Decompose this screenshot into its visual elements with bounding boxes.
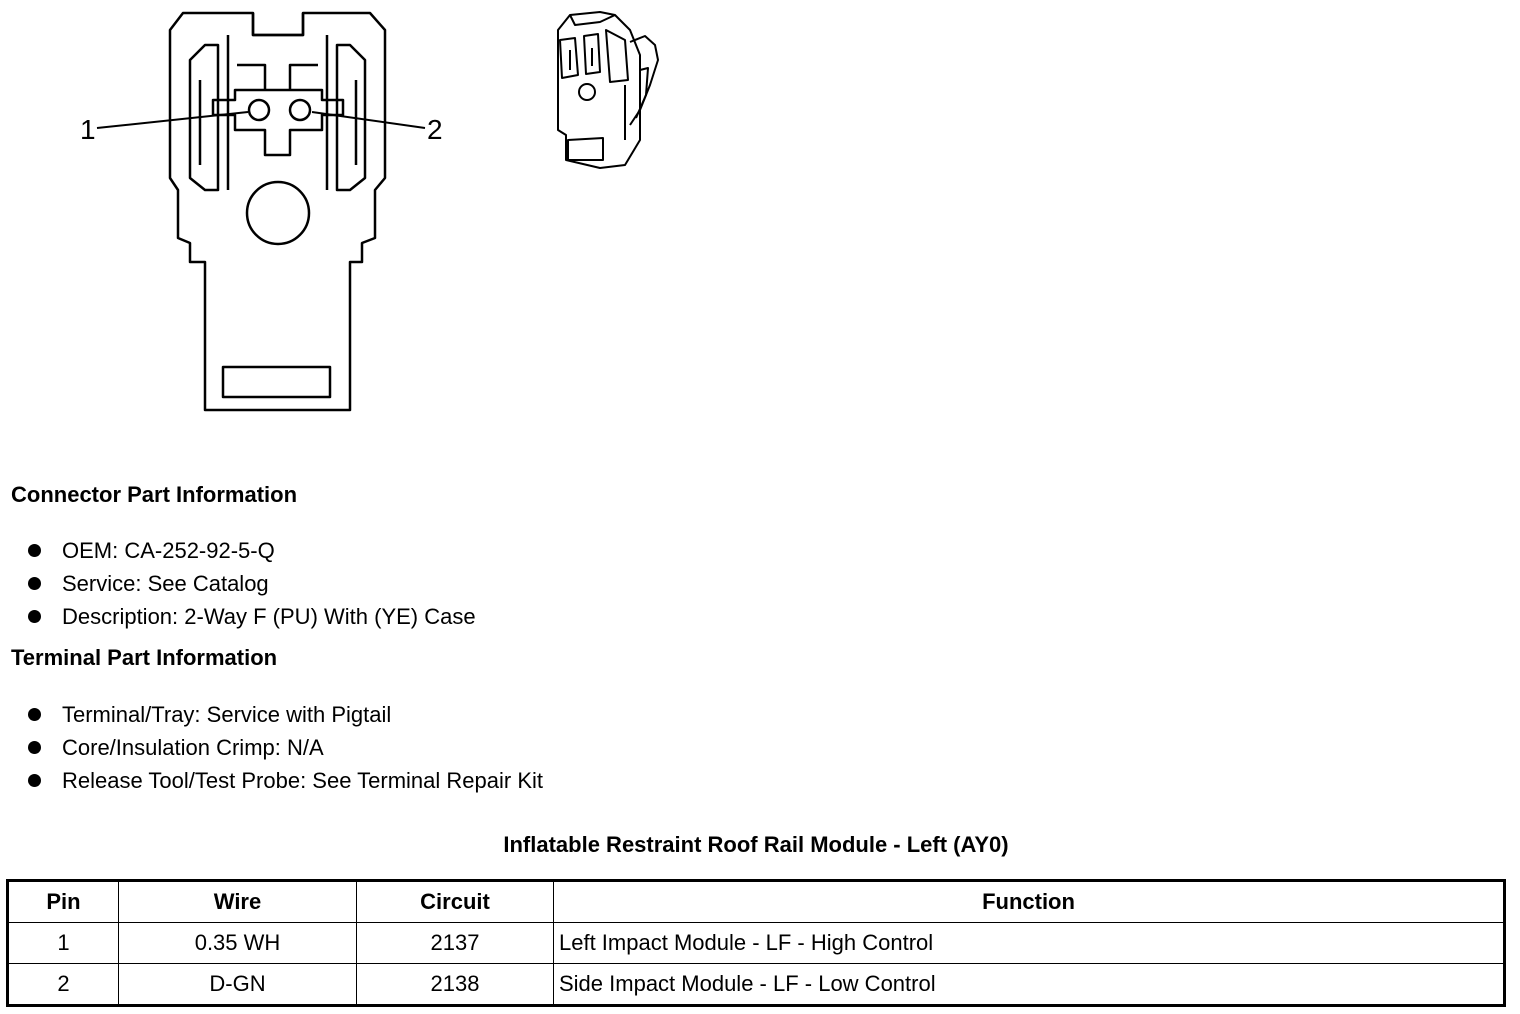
- bullet-icon: [28, 774, 41, 787]
- column-header-pin: Pin: [7, 880, 119, 923]
- terminal-info-tray: Terminal/Tray: Service with Pigtail: [62, 702, 392, 727]
- cell-circuit: 2137: [356, 922, 554, 964]
- pin-table-title: Inflatable Restraint Roof Rail Module - …: [503, 832, 1009, 857]
- pin-table: Pin Wire Circuit Function 1 0.35 WH 2137…: [6, 879, 1506, 1007]
- bullet-icon: [28, 610, 41, 623]
- connector-info-description: Description: 2-Way F (PU) With (YE) Case: [62, 604, 476, 629]
- cell-pin: 1: [7, 922, 119, 964]
- bullet-icon: [28, 544, 41, 557]
- table-row: 1 0.35 WH 2137 Left Impact Module - LF -…: [7, 922, 1505, 964]
- connector-isometric-diagram: [557, 11, 659, 169]
- list-item: Release Tool/Test Probe: See Terminal Re…: [28, 764, 543, 797]
- column-header-function: Function: [553, 880, 1505, 923]
- connector-info-service: Service: See Catalog: [62, 571, 269, 596]
- connector-face-diagram: 1 2: [80, 11, 443, 412]
- terminal-info-tool: Release Tool/Test Probe: See Terminal Re…: [62, 768, 543, 793]
- connector-info-oem: OEM: CA-252-92-5-Q: [62, 538, 275, 563]
- cell-wire: D-GN: [118, 963, 357, 1006]
- bullet-icon: [28, 741, 41, 754]
- list-item: Description: 2-Way F (PU) With (YE) Case: [28, 600, 476, 633]
- table-row: 2 D-GN 2138 Side Impact Module - LF - Lo…: [7, 963, 1505, 1006]
- list-item: Terminal/Tray: Service with Pigtail: [28, 698, 543, 731]
- table-header-row: Pin Wire Circuit Function: [7, 880, 1505, 923]
- connector-info-heading: Connector Part Information: [11, 482, 298, 507]
- list-item: Service: See Catalog: [28, 567, 476, 600]
- cell-circuit: 2138: [356, 963, 554, 1006]
- terminal-info-list: Terminal/Tray: Service with Pigtail Core…: [28, 698, 543, 797]
- bullet-icon: [28, 577, 41, 590]
- pin-1-label: 1: [80, 114, 96, 145]
- list-item: Core/Insulation Crimp: N/A: [28, 731, 543, 764]
- cell-wire: 0.35 WH: [118, 922, 357, 964]
- column-header-circuit: Circuit: [356, 880, 554, 923]
- column-header-wire: Wire: [118, 880, 357, 923]
- bullet-icon: [28, 708, 41, 721]
- terminal-info-heading: Terminal Part Information: [11, 645, 278, 670]
- pin-2-label: 2: [427, 114, 443, 145]
- list-item: OEM: CA-252-92-5-Q: [28, 534, 476, 567]
- connector-info-list: OEM: CA-252-92-5-Q Service: See Catalog …: [28, 534, 476, 633]
- cell-function: Left Impact Module - LF - High Control: [553, 922, 1505, 964]
- terminal-info-crimp: Core/Insulation Crimp: N/A: [62, 735, 324, 760]
- cell-function: Side Impact Module - LF - Low Control: [553, 963, 1505, 1006]
- cell-pin: 2: [7, 963, 119, 1006]
